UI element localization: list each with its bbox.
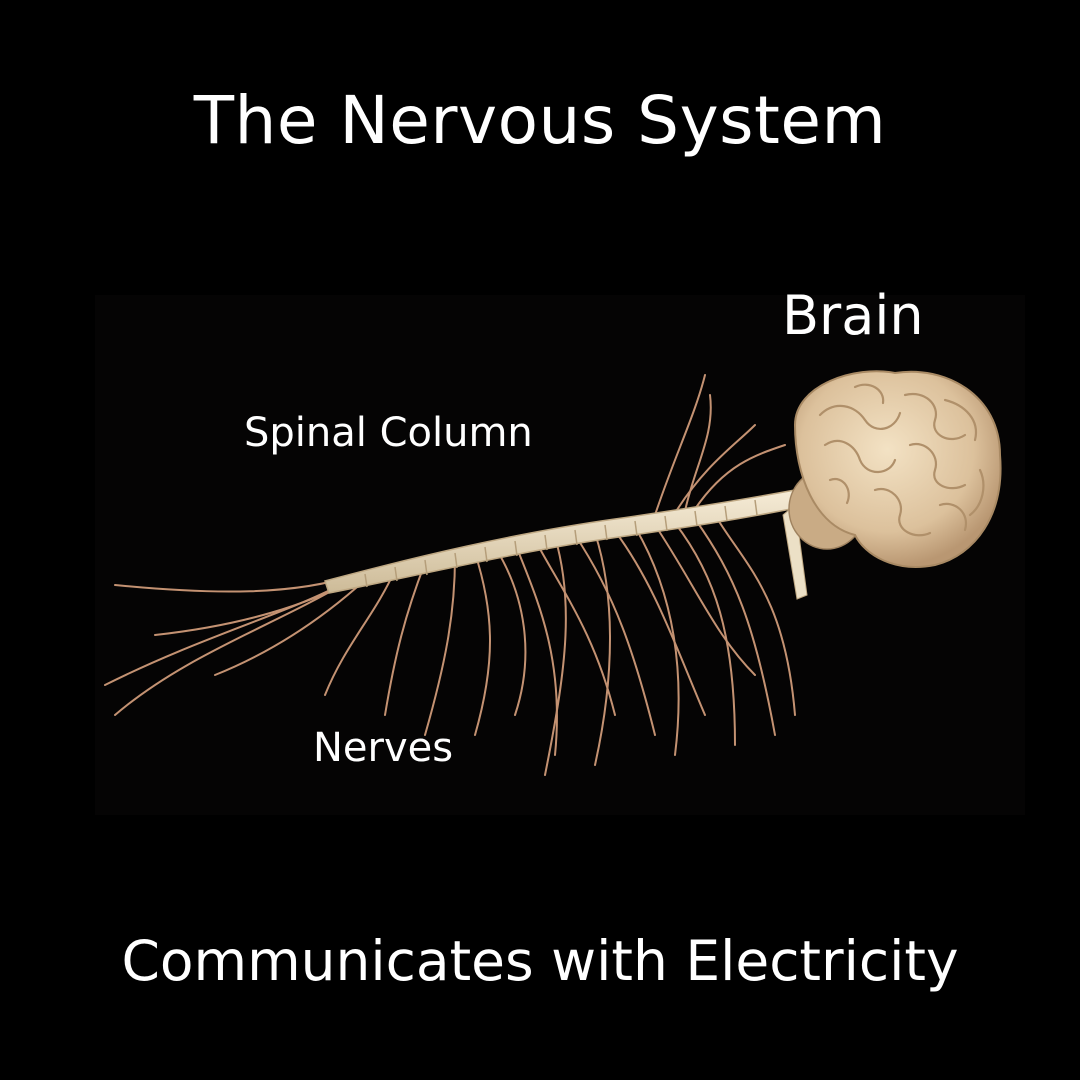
nervous-system-illustration — [95, 295, 1025, 815]
nerves — [104, 374, 796, 776]
page-title: The Nervous System — [193, 82, 887, 159]
nervous-system-drawing — [104, 370, 1002, 776]
brain-label: Brain — [782, 284, 924, 347]
spinal-column-label: Spinal Column — [244, 410, 533, 456]
footer-caption: Communicates with Electricity — [121, 929, 959, 993]
brain-shape — [788, 370, 1002, 568]
nerves-label: Nerves — [313, 725, 454, 771]
